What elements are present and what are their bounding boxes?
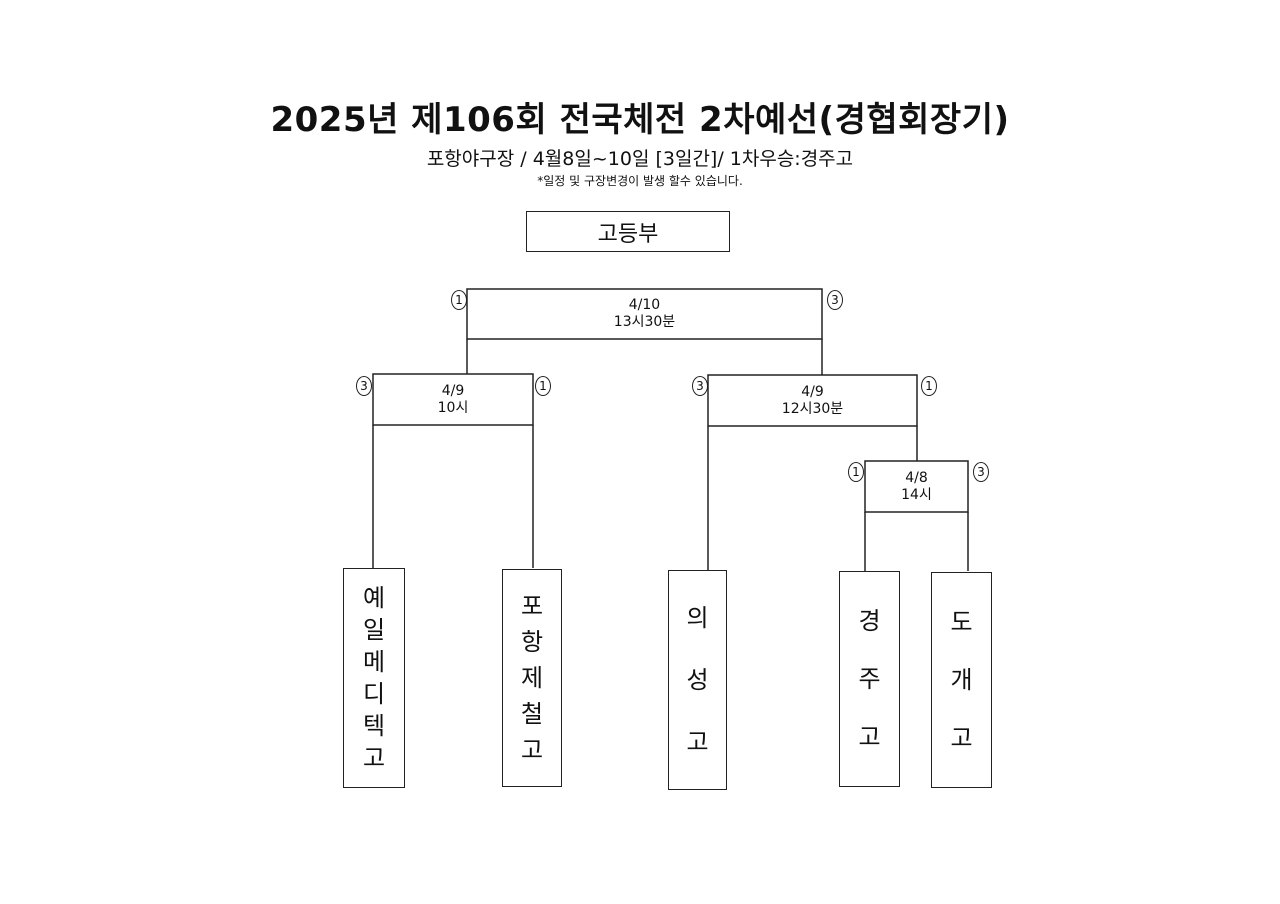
team-name-char: 고: [858, 723, 881, 751]
first-round-date: 4/8: [905, 470, 928, 486]
team-name-char: 고: [520, 736, 544, 764]
team-name-char: 메: [362, 648, 386, 676]
team-name-char: 철: [520, 700, 544, 728]
division-label: 고등부: [526, 211, 730, 252]
team-name-char: 항: [520, 628, 544, 656]
semi-left-date: 4/9: [441, 383, 465, 399]
semi-right-match-info: 4/9 12시30분: [708, 384, 917, 418]
final-right-rank-badge: 3: [827, 290, 843, 310]
semi-left-match-info: 4/9 10시: [373, 383, 533, 417]
final-match-info: 4/10 13시30분: [467, 297, 822, 331]
team-name-char: 주: [858, 665, 881, 693]
semi-left-match-box: [372, 373, 534, 426]
team-name-char: 제: [520, 664, 544, 692]
tournament-subtitle: 포항야구장 / 4월8일~10일 [3일간]/ 1차우승:경주고: [426, 148, 854, 170]
team-name-char: 예: [362, 584, 386, 612]
team-name-char: 디: [362, 680, 386, 708]
first-round-match-box: [864, 460, 969, 513]
semi-right-match-box: [707, 374, 918, 427]
semi-left-right-rank-badge: 1: [535, 376, 551, 396]
team-name-char: 고: [362, 744, 386, 772]
semi-right-left-rank-badge: 3: [692, 376, 708, 396]
final-left-rank-badge: 1: [451, 290, 467, 310]
first-round-match-info: 4/8 14시: [865, 470, 968, 504]
tournament-title: 2025년 제106회 전국체전 2차예선(경협회장기): [270, 100, 1010, 140]
team-name-char: 일: [362, 616, 386, 644]
team-name-char: 고: [686, 728, 709, 756]
semi-left-time: 10시: [437, 400, 469, 416]
final-match-box: [466, 288, 823, 340]
team-name-char: 성: [686, 666, 709, 694]
first-round-left-rank-badge: 1: [848, 462, 864, 482]
first-round-time: 14시: [901, 487, 932, 503]
final-date: 4/10: [628, 297, 661, 313]
semi-right-time: 12시30분: [781, 401, 844, 417]
team-name-char: 도: [950, 608, 973, 636]
team-name-char: 개: [950, 666, 973, 694]
team-name-char: 고: [950, 724, 973, 752]
semi-right-date: 4/9: [801, 384, 824, 400]
team-name-char: 텍: [362, 712, 386, 740]
semi-right-right-rank-badge: 1: [921, 376, 937, 396]
first-round-right-rank-badge: 3: [973, 462, 989, 482]
semi-left-left-rank-badge: 3: [356, 376, 372, 396]
team-name-char: 의: [686, 604, 709, 632]
final-time: 13시30분: [613, 314, 676, 330]
schedule-notice: *일정 및 구장변경이 발생 할수 있습니다.: [537, 174, 743, 188]
team-name-char: 포: [520, 592, 544, 620]
team-name-char: 경: [858, 607, 881, 635]
